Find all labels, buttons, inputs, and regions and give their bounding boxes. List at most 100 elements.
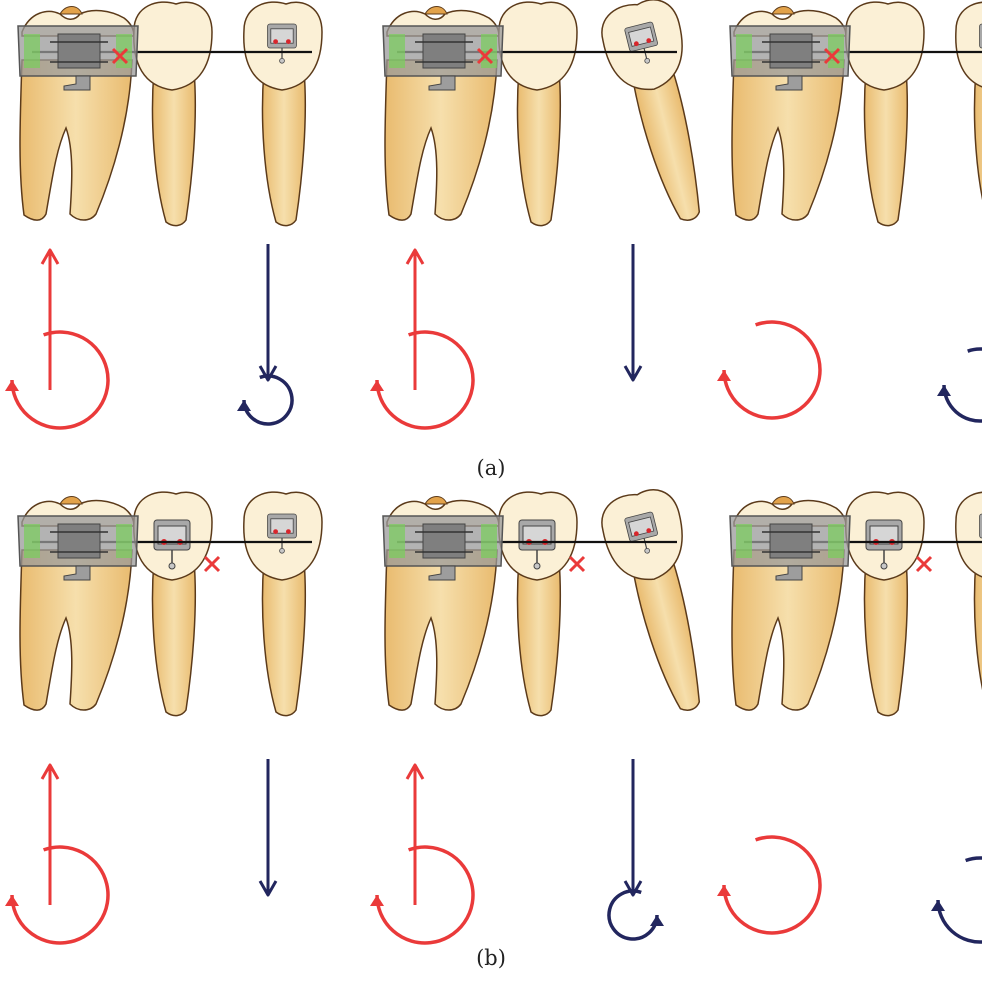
panel-b-left — [5, 492, 322, 943]
red-force-arrow — [42, 765, 58, 905]
red-moment-arrow — [717, 837, 820, 933]
rotation-arc — [377, 332, 473, 428]
rotation-arc — [724, 322, 820, 418]
band-green-right — [481, 524, 497, 558]
red-force-arrow — [42, 250, 58, 390]
premolar-root — [975, 70, 982, 226]
band-green-right — [116, 524, 132, 558]
molar-tube — [58, 34, 100, 68]
red-moment-arrow — [5, 847, 108, 943]
band-green-right — [828, 524, 844, 558]
red-moment-arrow — [717, 322, 820, 418]
molar-cusp — [425, 497, 447, 505]
caption-b: (b) — [461, 946, 521, 970]
navy-force-arrow — [625, 759, 641, 895]
molar-cusp — [60, 497, 82, 505]
molar-tube — [770, 524, 812, 558]
premolar-root — [865, 70, 908, 226]
rotation-arc — [12, 847, 108, 943]
rotation-arrowhead — [931, 900, 945, 911]
molar-cusp — [60, 7, 82, 15]
contact-x-mark — [917, 557, 931, 571]
rotation-arc — [244, 376, 292, 424]
contact-x-mark — [205, 557, 219, 571]
contact-x-mark — [570, 557, 584, 571]
band-green-left — [389, 524, 405, 558]
first-premolar — [244, 2, 322, 226]
navy-force-arrow — [260, 759, 276, 895]
second-premolar — [134, 492, 212, 716]
premolar-root — [865, 560, 908, 716]
navy-moment-arrow — [931, 858, 982, 942]
rotation-arrowhead — [717, 885, 731, 896]
bracket-hook-ball — [881, 563, 887, 569]
premolar-crown — [499, 2, 577, 90]
rotation-arrowhead — [937, 385, 951, 396]
premolar-root — [975, 560, 982, 716]
molar-tube — [423, 34, 465, 68]
premolar-root — [153, 70, 196, 226]
band-green-left — [24, 34, 40, 68]
rotation-arrowhead — [5, 380, 19, 391]
second-premolar — [134, 2, 212, 226]
rotation-arrowhead — [717, 370, 731, 381]
molar-tube — [58, 524, 100, 558]
band-green-left — [736, 524, 752, 558]
panel-a-right — [717, 2, 982, 421]
rotation-arrowhead — [650, 915, 664, 926]
premolar-crown — [956, 492, 982, 580]
panel-a-center — [370, 0, 726, 428]
rotation-arc — [609, 891, 657, 939]
bracket-hook-ball — [280, 548, 285, 553]
rotation-arrowhead — [237, 400, 251, 411]
first-premolar — [596, 484, 726, 720]
first-premolar — [956, 492, 982, 716]
rotation-arc — [724, 837, 820, 933]
bracket-dot — [286, 529, 291, 534]
premolar-root — [153, 560, 196, 716]
first-premolar — [956, 2, 982, 226]
molar-cusp — [772, 497, 794, 505]
band-green-left — [736, 34, 752, 68]
bracket-dot — [273, 529, 278, 534]
second-premolar — [499, 492, 577, 716]
navy-force-arrow — [625, 244, 641, 380]
bracket-hook-ball — [169, 563, 175, 569]
navy-force-arrow — [260, 244, 276, 380]
red-moment-arrow — [370, 847, 473, 943]
panel-b-right — [717, 492, 982, 942]
molar-tube — [423, 524, 465, 558]
rotation-arrowhead — [370, 895, 384, 906]
premolar-crown — [956, 2, 982, 90]
band-green-left — [389, 34, 405, 68]
second-premolar — [846, 492, 924, 716]
red-force-arrow — [407, 765, 423, 905]
second-premolar — [846, 2, 924, 226]
second-premolar — [499, 2, 577, 226]
premolar-root — [263, 560, 306, 716]
premolar-crown — [846, 2, 924, 90]
panel-b-center — [370, 484, 726, 943]
molar-tube — [770, 34, 812, 68]
rotation-arc — [944, 349, 982, 421]
navy-moment-arrow — [237, 376, 292, 424]
premolar-root — [263, 70, 306, 226]
bracket-hook-ball — [280, 58, 285, 63]
red-force-arrow — [407, 250, 423, 390]
first-premolar — [596, 0, 726, 230]
molar-cusp — [425, 7, 447, 15]
bracket-dot — [286, 39, 291, 44]
rotation-arrowhead — [370, 380, 384, 391]
premolar-root — [518, 70, 561, 226]
bracket-dot — [273, 39, 278, 44]
premolar-root — [518, 560, 561, 716]
first-premolar — [244, 492, 322, 716]
premolar-crown — [134, 2, 212, 90]
navy-moment-arrow — [609, 891, 664, 939]
rotation-arc — [377, 847, 473, 943]
rotation-arc — [12, 332, 108, 428]
panel-a-left — [5, 2, 322, 428]
red-moment-arrow — [370, 332, 473, 428]
bracket-hook-ball — [534, 563, 540, 569]
